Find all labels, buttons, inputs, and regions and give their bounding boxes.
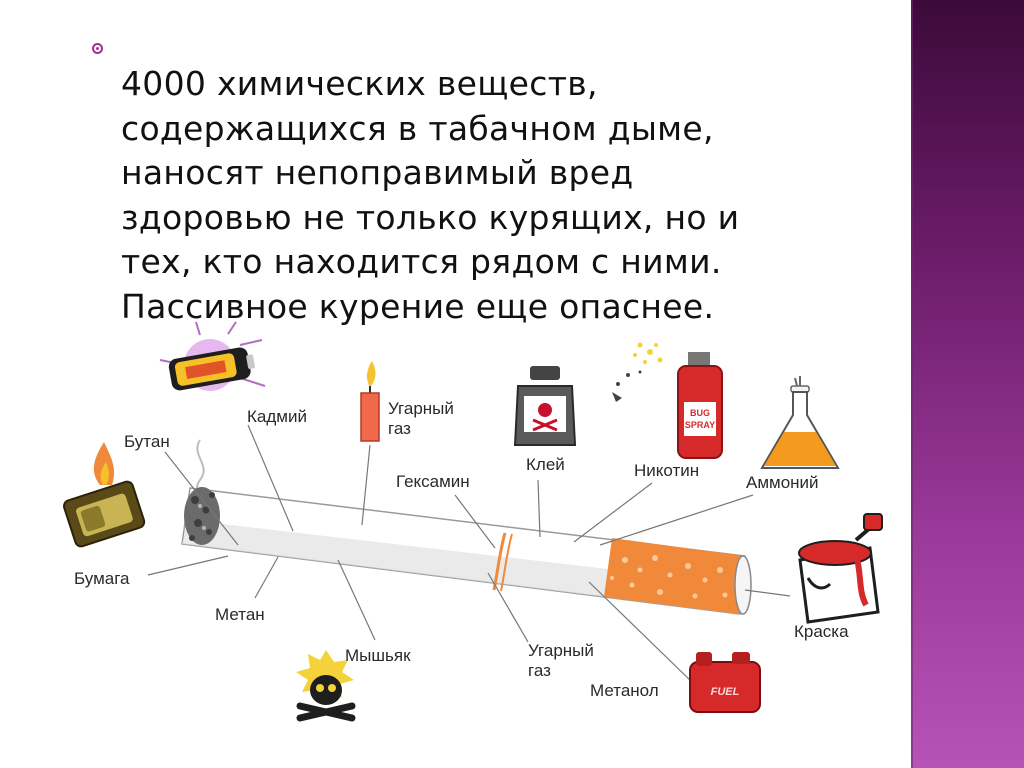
label-paint: Краска [794, 622, 849, 641]
body-line: содержащихся в табачном дыме, [121, 108, 714, 148]
label-paper: Бумага [74, 569, 130, 588]
label-ammonia: Аммоний [746, 473, 819, 492]
label-arsenic: Мышьяк [345, 646, 411, 665]
label-hexamine: Гексамин [396, 472, 470, 491]
body-line: наносят непоправимый вред [121, 153, 634, 192]
spray-can-label: BUG [690, 408, 710, 418]
lighter-icon [63, 442, 146, 548]
body-line: здоровью не только курящих, но и [121, 197, 740, 237]
leader-lines [147, 424, 791, 684]
label-nicotine: Никотин [634, 461, 699, 480]
label-cadmium: Кадмий [247, 407, 307, 426]
poison-bottle-icon [513, 366, 577, 446]
label-butane: Бутан [124, 432, 170, 451]
spray-can-icon: BUG SPRAY [612, 342, 723, 459]
paint-bucket-icon [798, 513, 883, 624]
label-glue: Клей [526, 455, 565, 474]
label-methane: Метан [215, 605, 265, 624]
side-band-edge [911, 0, 914, 768]
body-line: 4000 химических веществ, [121, 64, 598, 103]
fuel-can-label: FUEL [711, 686, 740, 698]
bullet-icon [92, 43, 103, 54]
label-carbon-monoxide-top: Угарный [388, 399, 454, 418]
labels: Кадмий Угарный газ Клей Бутан Гексамин Н… [74, 399, 849, 700]
label-carbon-monoxide-bottom: газ [528, 661, 551, 680]
fuel-can-icon: FUEL [689, 652, 761, 713]
cigarette-icon [181, 487, 752, 615]
slide-body-text: 4000 химических веществ, содержащихся в … [121, 62, 881, 329]
body-line: тех, кто находится рядом с ними. [121, 242, 722, 281]
skull-icon [296, 650, 356, 722]
spray-can-label: SPRAY [685, 420, 715, 430]
battery-icon [159, 321, 266, 391]
label-carbon-monoxide-bottom: Угарный [528, 641, 594, 660]
body-line: Пассивное курение еще опаснее. [121, 286, 715, 326]
side-decorative-band [913, 0, 1024, 768]
flask-icon [760, 376, 840, 469]
label-methanol: Метанол [590, 681, 659, 700]
label-carbon-monoxide-top: газ [388, 419, 411, 438]
candle-icon [360, 361, 380, 442]
